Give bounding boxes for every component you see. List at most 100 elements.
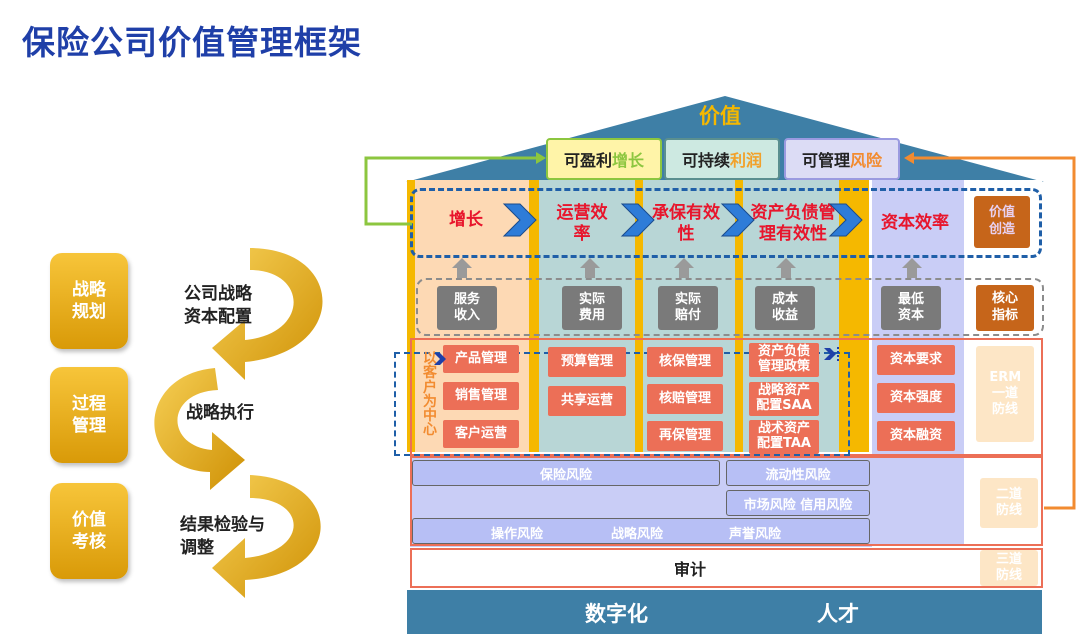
item-customer-operation: 客户运营 — [443, 420, 519, 448]
item-claims-management: 核赔管理 — [647, 384, 723, 414]
cycle-arrow-3 — [212, 475, 321, 598]
step-review-adjust: 结果检验与调整 — [180, 515, 265, 558]
cycle-arrow-1 — [212, 248, 323, 380]
goal-prefix: 可管理 — [801, 151, 850, 170]
stage-process-management: 过程管理 — [50, 367, 128, 463]
up-arrow-5 — [902, 258, 922, 278]
value-creation-label: 价值创造 — [974, 196, 1030, 248]
stage-strategy-planning: 战略规划 — [50, 253, 128, 349]
second-line-text: 二道防线 — [995, 486, 1022, 518]
risk-operational: 操作风险 — [491, 527, 544, 542]
item-reinsurance-management: 再保管理 — [647, 421, 723, 451]
item-capital-requirement: 资本要求 — [877, 345, 955, 375]
chevron-2 — [620, 203, 655, 237]
item-text: 战略资产配置SAA — [756, 383, 812, 413]
up-arrows — [452, 258, 922, 278]
risk-market-credit: 市场风险 信用风险 — [726, 490, 870, 516]
customer-center-label: 以客户为中心 — [423, 351, 437, 439]
item-underwriting-management: 核保管理 — [647, 347, 723, 377]
indicator-actual-claims: 实际赔付 — [658, 286, 718, 330]
third-line-text: 三道防线 — [995, 551, 1022, 583]
goal-sustainable-profit: 可持续利润 — [664, 138, 780, 180]
head-underwriting: 承保有效性 — [652, 202, 720, 244]
step-label: 公司战略资本配置 — [184, 284, 252, 327]
indicator-text: 服务收入 — [453, 291, 480, 323]
goal-accent: 利润 — [730, 151, 763, 170]
head-alm: 资产负债管理有效性 — [750, 202, 836, 244]
core-indicator-text: 核心指标 — [991, 291, 1018, 323]
item-capital-intensity: 资本强度 — [877, 383, 955, 413]
item-product-management: 产品管理 — [443, 345, 519, 373]
page-title: 保险公司价值管理框架 — [22, 23, 362, 62]
erm-first-line-label: ERM一道防线 — [976, 346, 1034, 442]
audit-label: 审计 — [673, 560, 706, 579]
risk-liquidity: 流动性风险 — [726, 460, 870, 486]
indicator-text: 最低资本 — [897, 291, 924, 323]
roof-label: 价值 — [699, 104, 741, 128]
goal-accent: 风险 — [850, 151, 883, 170]
second-line-frame — [410, 456, 1043, 546]
foundation-digital: 数字化 — [585, 602, 648, 626]
chevron-3 — [720, 203, 755, 237]
up-arrow-1 — [452, 258, 472, 278]
item-budget-management: 预算管理 — [548, 347, 626, 377]
goal-prefix: 可持续 — [681, 151, 730, 170]
head-operation: 运营效率 — [556, 202, 608, 244]
indicator-text: 成本收益 — [771, 291, 798, 323]
chevron-arrows — [502, 203, 863, 237]
orange-arrowhead — [904, 152, 914, 164]
item-shared-operation: 共享运营 — [548, 386, 626, 416]
stage-label: 过程管理 — [71, 393, 106, 436]
item-capital-financing: 资本融资 — [877, 421, 955, 451]
customer-arrow-icon — [434, 353, 446, 365]
item-sales-management: 销售管理 — [443, 382, 519, 410]
item-saa: 战略资产配置SAA — [749, 382, 819, 416]
risk-reputation: 声誉风险 — [729, 527, 782, 542]
alm-arrow-icon — [824, 347, 839, 361]
green-arrowhead — [536, 152, 546, 164]
indicator-row-dashed-frame — [416, 278, 1044, 336]
head-capital: 资本效率 — [881, 213, 949, 234]
goal-accent: 增长 — [612, 151, 645, 170]
stage-label: 战略规划 — [71, 279, 106, 322]
value-creation-text: 价值创造 — [988, 205, 1015, 237]
third-line-frame — [410, 548, 1043, 588]
indicator-cost-return: 成本收益 — [755, 286, 815, 330]
third-line-label: 三道防线 — [980, 550, 1038, 586]
item-alm-policy: 资产负债管理政策 — [749, 343, 819, 377]
risk-insurance: 保险风险 — [412, 460, 720, 486]
foundation: 数字化 人才 — [407, 590, 1042, 634]
up-arrow-3 — [674, 258, 694, 278]
item-text: 资产负债管理政策 — [757, 344, 810, 374]
core-indicator-label: 核心指标 — [976, 285, 1034, 331]
green-connector — [364, 156, 540, 226]
indicator-service-revenue: 服务收入 — [437, 286, 497, 330]
goal-prefix: 可盈利 — [563, 151, 612, 170]
item-taa: 战术资产配置TAA — [749, 420, 819, 454]
risk-bottom-row: 操作风险 战略风险 声誉风险 — [412, 518, 870, 544]
indicator-actual-expense: 实际费用 — [562, 286, 622, 330]
head-growth: 增长 — [449, 210, 483, 231]
step-capital-allocation: 公司战略资本配置 — [178, 283, 258, 329]
indicator-text: 实际费用 — [578, 291, 605, 323]
erm-text: ERM一道防线 — [989, 369, 1022, 418]
cycle-arrow-2 — [154, 368, 245, 490]
chevron-1 — [502, 203, 537, 237]
stage-value-assessment: 价值考核 — [50, 483, 128, 579]
stage-label: 价值考核 — [71, 509, 106, 552]
step-execution: 战略执行 — [186, 403, 254, 423]
goal-manageable-risk: 可管理风险 — [784, 138, 900, 180]
indicator-text: 实际赔付 — [674, 291, 701, 323]
cycle-arrows — [154, 248, 323, 598]
goal-profitable-growth: 可盈利增长 — [546, 138, 662, 180]
up-arrow-2 — [580, 258, 600, 278]
connector-lines — [364, 152, 1076, 510]
orange-connector — [912, 156, 1076, 510]
foundation-talent: 人才 — [817, 602, 859, 626]
chevron-4 — [828, 203, 863, 237]
up-arrow-4 — [776, 258, 796, 278]
indicator-min-capital: 最低资本 — [881, 286, 941, 330]
second-line-label: 二道防线 — [980, 478, 1038, 528]
item-text: 战术资产配置TAA — [757, 421, 811, 451]
risk-strategic: 战略风险 — [611, 527, 664, 542]
